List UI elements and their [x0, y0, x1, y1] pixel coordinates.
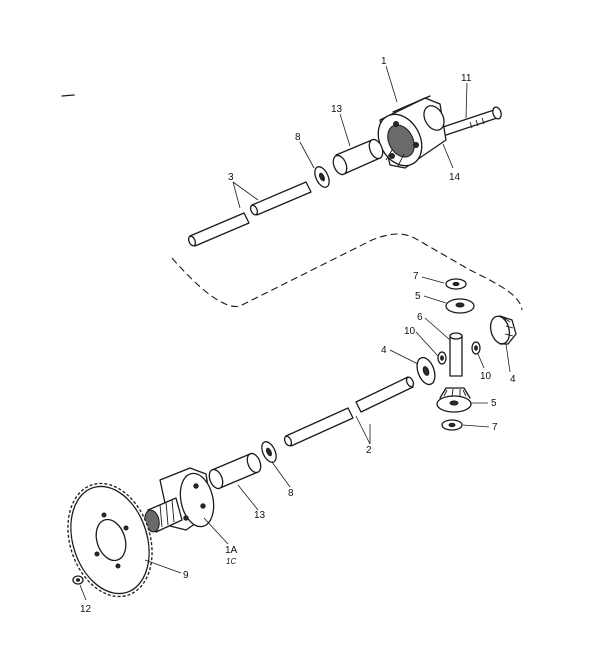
axle-shaft-2-lower: [283, 407, 354, 447]
label-3: 3: [228, 172, 234, 183]
bevel-gear-5-top: [445, 298, 475, 314]
nut-12: [72, 575, 84, 585]
bevel-gear-4-left: [416, 356, 436, 386]
label-7-top: 7: [413, 271, 419, 282]
label-1: 1: [381, 56, 387, 67]
washer-7-bottom: [441, 419, 463, 431]
washer-10-right: [471, 341, 481, 355]
leader-lines: [79, 65, 511, 601]
label-10-left: 10: [404, 326, 416, 337]
label-12: 12: [80, 604, 92, 615]
axle-shaft-2-upper: [355, 376, 415, 413]
label-9: 9: [183, 570, 189, 581]
label-14: 14: [449, 172, 461, 183]
label-8-top: 8: [295, 132, 301, 143]
label-5-bottom: 5: [491, 398, 497, 409]
label-4-right: 4: [510, 374, 516, 385]
label-4-left: 4: [381, 345, 387, 356]
washer-10-left: [437, 351, 447, 365]
label-2: 2: [366, 445, 372, 456]
label-13-bottom: 13: [254, 510, 266, 521]
label-13-top: 13: [331, 104, 343, 115]
bevel-gear-5-bottom: [436, 387, 472, 413]
sleeve-13-bottom: [208, 452, 262, 490]
axle-shaft-3-lower: [187, 212, 250, 247]
bolt-11: [439, 106, 502, 137]
housing-1: [377, 95, 447, 169]
label-1a: 1A: [225, 545, 238, 556]
label-11: 11: [461, 73, 472, 84]
label-8-bottom: 8: [288, 488, 294, 499]
sleeve-13-top: [332, 138, 384, 176]
axle-shaft-3-upper: [249, 181, 312, 216]
washer-8-bottom: [261, 441, 277, 463]
label-6: 6: [417, 312, 423, 323]
stray-mark: [61, 94, 75, 97]
cross-pin-6: [449, 332, 463, 377]
washer-7-top: [445, 278, 467, 290]
sprocket-9: [67, 482, 153, 598]
label-1c: 1C: [226, 557, 236, 566]
carrier-1a-1c: [144, 467, 215, 533]
washer-8-top: [314, 166, 330, 188]
label-10-right: 10: [480, 371, 492, 382]
label-5-top: 5: [415, 291, 421, 302]
label-7-bottom: 7: [492, 422, 498, 433]
assembly-outline: [171, 233, 523, 311]
bevel-pinion-4-right: [489, 315, 517, 345]
